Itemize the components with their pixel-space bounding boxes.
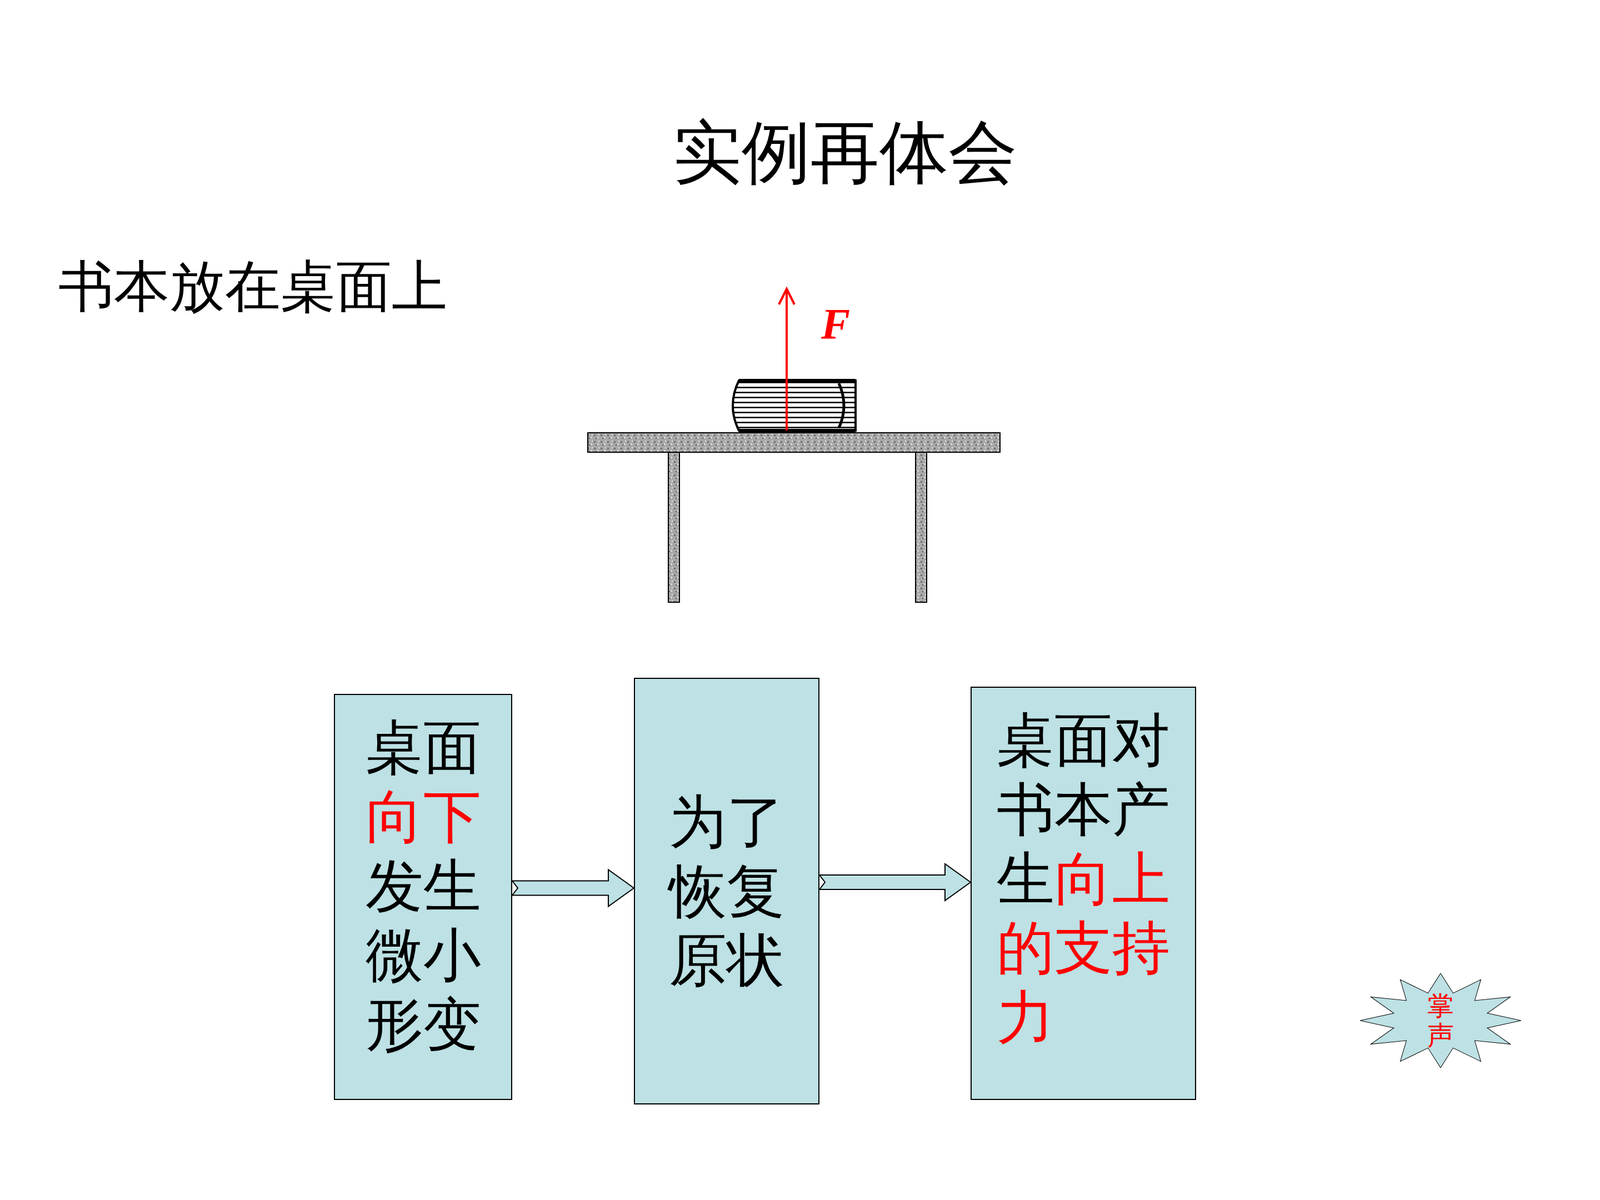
slide-title: 实例再体会 [672, 107, 1018, 200]
box-text: 为了恢复原状 [668, 787, 785, 995]
process-box: 为了恢复原状 [633, 677, 820, 1105]
block-arrow [512, 870, 634, 907]
process-box: 桌面对书本产生向上的支持力 [970, 686, 1197, 1100]
process-box: 桌面向下发生微小形变 [333, 693, 513, 1100]
box-text: 掌声 [1427, 991, 1454, 1050]
force-label: F [821, 298, 850, 349]
table [587, 432, 1000, 603]
book [732, 380, 856, 431]
force-arrow [778, 288, 795, 431]
box-text: 桌面对书本产生向上的支持力 [996, 705, 1170, 1053]
block-arrow [819, 863, 971, 901]
applause-starburst: 掌声 [1360, 973, 1522, 1068]
caption-text: 书本放在桌面上 [58, 250, 448, 325]
box-text: 桌面向下发生微小形变 [365, 712, 482, 1060]
